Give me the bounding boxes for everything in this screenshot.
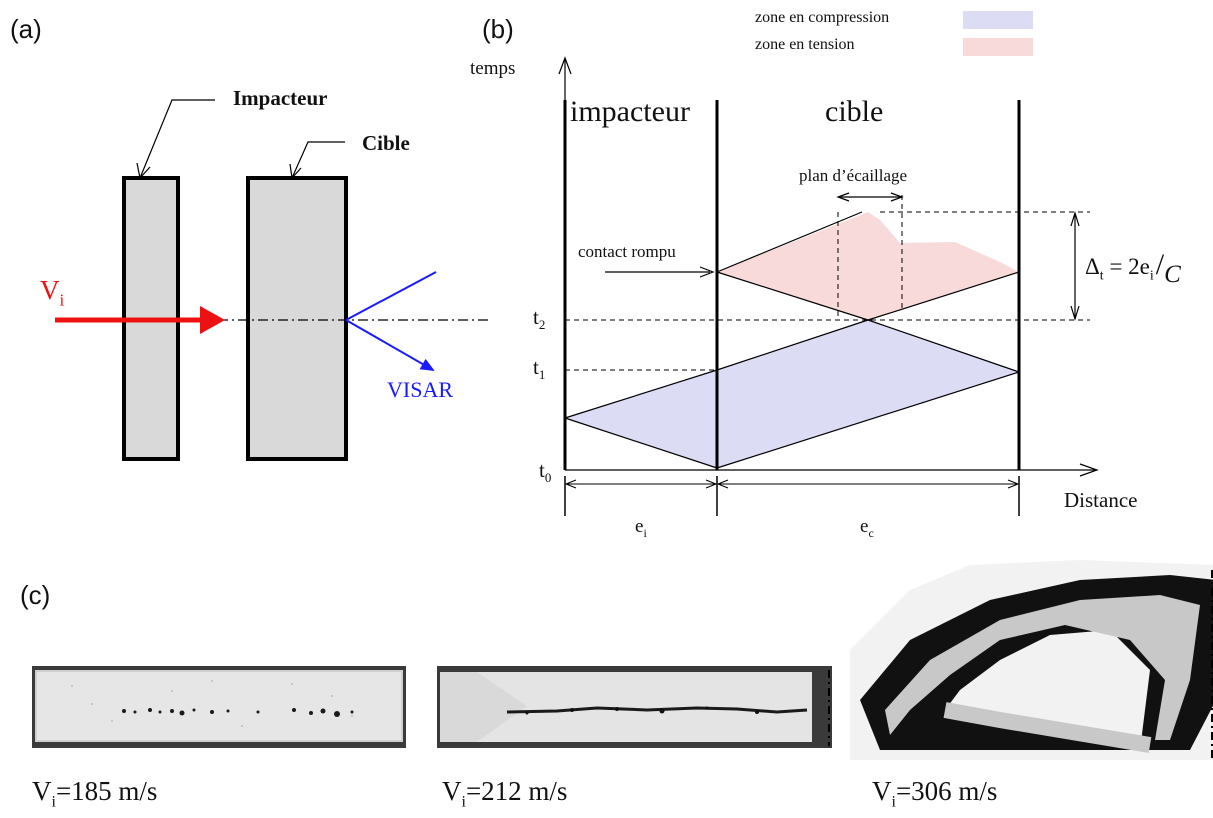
legend-compression-swatch (963, 11, 1033, 29)
panel-label-c: (c) (20, 580, 51, 610)
plan-ecaillage-label: plan d’écaillage (799, 166, 908, 185)
distance-axis-arrow (1079, 463, 1099, 477)
cible-callout: Cible (362, 131, 410, 155)
sample-photo-212 (437, 666, 832, 748)
sample-label-306: Vi=306 m/s (872, 776, 998, 811)
panel-a-diagram (55, 99, 490, 461)
ec-label: ec (860, 516, 874, 540)
time-axis-label: temps (470, 58, 516, 79)
impacteur-callout: Impacteur (233, 86, 328, 110)
delta-t-formula: Δt = 2ei/C (1085, 248, 1181, 288)
ec-dimension (716, 479, 1020, 489)
impacteur-leader-arrow (136, 162, 151, 179)
legend-tension-swatch (963, 38, 1033, 56)
guide-lines (565, 195, 1090, 371)
wave-lines (564, 211, 1020, 469)
cible-plate (246, 176, 348, 461)
ei-label: ei (635, 516, 647, 540)
tension-zone (717, 212, 1019, 320)
legend-compression-label: zone en compression (755, 9, 890, 26)
cible-region-label: cible (825, 95, 884, 128)
visar-beam-out (345, 319, 435, 371)
distance-axis-label: Distance (1064, 488, 1138, 512)
contact-rompu-label: contact rompu (578, 242, 676, 261)
cible-leader (291, 141, 345, 179)
t1-label: t1 (533, 355, 546, 383)
cible-leader-arrow (289, 163, 302, 179)
velocity-arrowhead (200, 306, 225, 334)
legend-tension-label: zone en tension (755, 36, 855, 53)
visar-label: VISAR (387, 377, 454, 402)
ei-dimension (564, 479, 718, 489)
panel-b-diagram (558, 11, 1099, 516)
sample-label-212: Vi=212 m/s (442, 776, 568, 811)
compression-zone (565, 370, 717, 468)
sample-label-185: Vi=185 m/s (32, 776, 158, 811)
visar-beam-in (345, 271, 437, 321)
compression-zone-target (717, 320, 1019, 468)
panel-label-a: (a) (10, 14, 42, 44)
time-axis-arrow (558, 56, 572, 75)
sample-photo-306 (850, 560, 1213, 760)
impacteur-region-label: impacteur (570, 95, 690, 128)
panel-label-b: (b) (482, 14, 514, 44)
impacteur-leader (139, 99, 215, 179)
t2-label: t2 (533, 305, 546, 333)
velocity-label: Vi (40, 275, 65, 310)
sample-photo-185 (32, 666, 406, 748)
t0-label: t0 (539, 458, 552, 486)
